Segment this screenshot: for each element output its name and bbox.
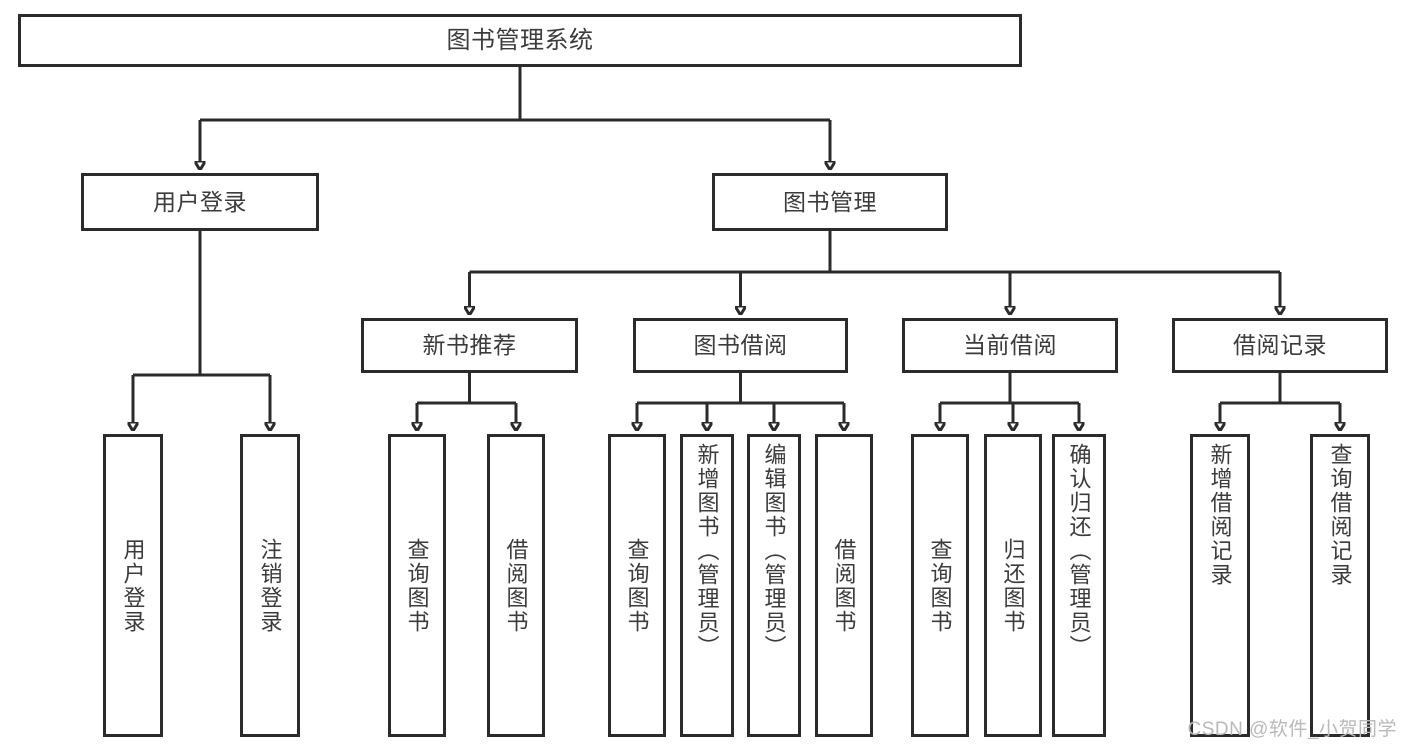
node-leaf-confirm-return: 确认归还（管理员） <box>1052 434 1106 737</box>
node-leaf-borrow-book-1: 借阅图书 <box>487 434 545 737</box>
node-label: 借阅图书 <box>831 537 857 634</box>
node-current-borrow: 当前借阅 <box>902 318 1118 373</box>
node-leaf-logout-login: 注销登录 <box>240 434 300 737</box>
node-leaf-return-book: 归还图书 <box>984 434 1042 737</box>
node-label: 新增图书（管理员） <box>694 443 720 659</box>
node-leaf-add-record: 新增借阅记录 <box>1190 434 1250 737</box>
node-label: 图书管理 <box>783 188 877 215</box>
node-leaf-query-book-3: 查询图书 <box>911 434 969 737</box>
node-label: 查询借阅记录 <box>1327 443 1353 587</box>
node-leaf-user-login: 用户登录 <box>103 434 163 737</box>
watermark-text: CSDN @软件_小贺同学 <box>1187 719 1397 740</box>
node-new-book-recommend: 新书推荐 <box>361 318 578 373</box>
node-label: 编辑图书（管理员） <box>761 443 787 659</box>
node-root: 图书管理系统 <box>18 14 1022 67</box>
node-label: 新书推荐 <box>422 332 517 359</box>
node-leaf-borrow-book-2: 借阅图书 <box>815 434 873 737</box>
node-label: 用户登录 <box>153 188 247 215</box>
node-label: 当前借阅 <box>963 332 1057 359</box>
node-label: 归还图书 <box>1000 537 1026 634</box>
node-book-borrow: 图书借阅 <box>633 318 848 373</box>
node-label: 图书借阅 <box>693 332 788 359</box>
node-leaf-query-record: 查询借阅记录 <box>1310 434 1370 737</box>
node-book-management: 图书管理 <box>712 173 948 231</box>
node-leaf-add-book: 新增图书（管理员） <box>680 434 734 737</box>
node-label: 用户登录 <box>120 537 146 634</box>
node-leaf-query-book-1: 查询图书 <box>388 434 446 737</box>
node-label: 图书管理系统 <box>446 26 594 54</box>
node-user-login: 用户登录 <box>81 173 319 231</box>
node-label: 查询图书 <box>404 537 430 634</box>
node-label: 确认归还（管理员） <box>1066 443 1092 659</box>
node-label: 新增借阅记录 <box>1207 443 1233 587</box>
node-borrow-record: 借阅记录 <box>1172 318 1388 373</box>
node-leaf-edit-book: 编辑图书（管理员） <box>747 434 801 737</box>
node-label: 借阅图书 <box>503 537 529 634</box>
node-label: 查询图书 <box>927 537 953 634</box>
node-label: 查询图书 <box>624 537 650 634</box>
node-leaf-query-book-2: 查询图书 <box>608 434 666 737</box>
node-label: 注销登录 <box>257 537 283 634</box>
node-label: 借阅记录 <box>1233 332 1327 359</box>
